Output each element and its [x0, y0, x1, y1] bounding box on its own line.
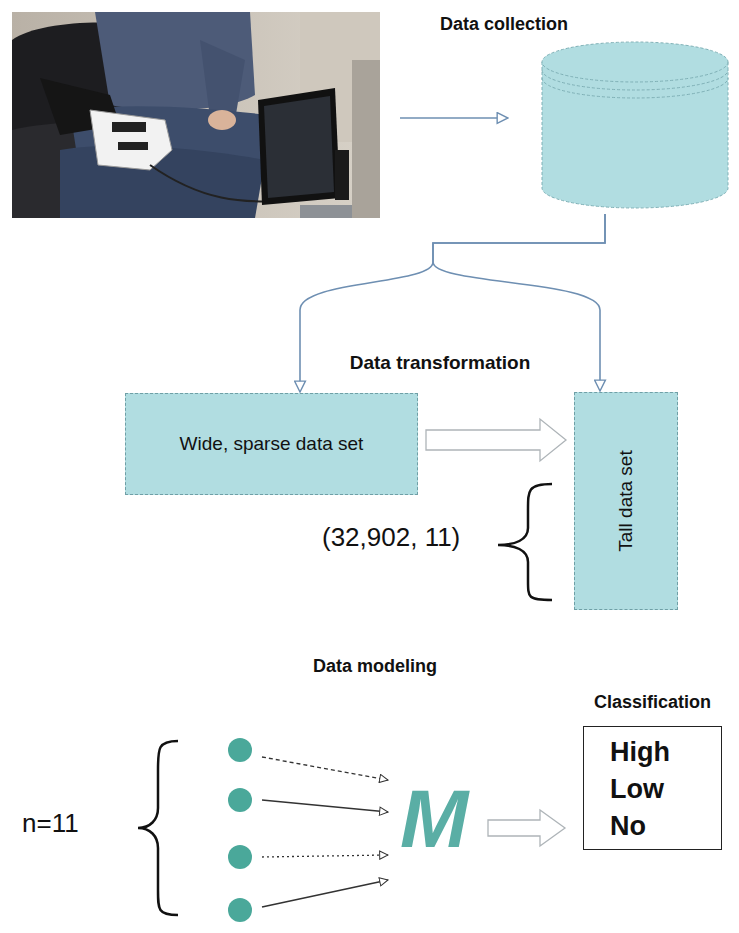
flow-arrow	[400, 117, 508, 119]
class-name: Low	[610, 771, 711, 808]
section-heading: Classification	[573, 692, 732, 713]
input-arrow	[262, 800, 388, 812]
brace	[138, 741, 178, 915]
brace	[498, 484, 552, 600]
input-dot	[228, 845, 252, 869]
hollow-arrow	[426, 419, 566, 461]
input-arrow	[262, 880, 388, 907]
cylinder	[540, 40, 730, 212]
section-heading: Data transformation	[300, 352, 580, 374]
input-dot	[228, 738, 252, 762]
flow-arrow	[300, 214, 605, 392]
annotation: (32,902, 11)	[322, 522, 460, 553]
data-box: Wide, sparse data set	[125, 393, 418, 495]
section-heading: Data modeling	[235, 656, 515, 677]
class-name: High	[610, 734, 711, 771]
input-arrow	[262, 855, 388, 857]
hollow-arrow	[488, 810, 565, 846]
class-list-box: HighLowNo	[583, 726, 722, 850]
model-symbol: M	[400, 772, 468, 866]
input-dot	[228, 788, 252, 812]
input-arrow	[262, 757, 388, 780]
class-name: No	[610, 808, 711, 845]
data-box: Tall data set	[574, 392, 678, 610]
section-heading: Data collection	[440, 14, 568, 35]
input-dot	[228, 898, 252, 922]
box-label: Wide, sparse data set	[180, 433, 364, 455]
class-box: ClassificationHighLowNo	[583, 690, 722, 850]
box-label: Tall data set	[615, 450, 637, 551]
annotation: n=11	[22, 808, 79, 839]
photo	[12, 12, 380, 218]
database-node: Data collection	[430, 10, 732, 214]
